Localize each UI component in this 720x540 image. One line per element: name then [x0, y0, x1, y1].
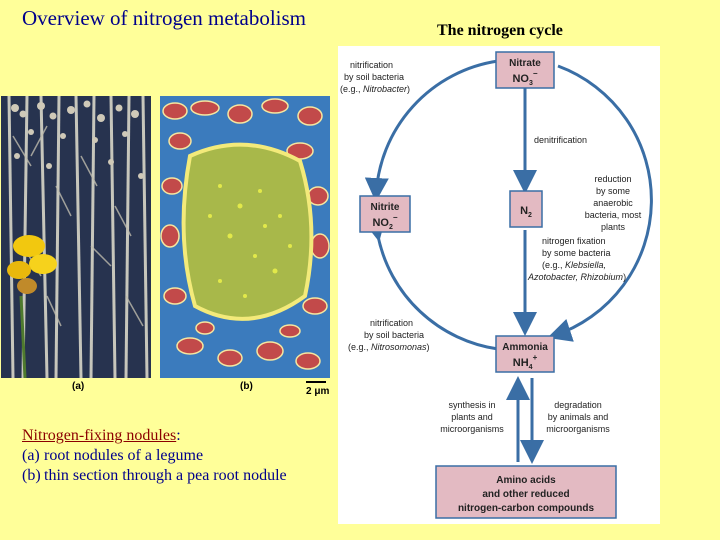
caption-item-a: (a) root nodules of a legume: [22, 446, 322, 466]
nitrite-to-ammonia-arc: [362, 215, 499, 351]
amino-acids-line1: Amino acids: [496, 475, 556, 486]
synthesis-line1: synthesis in: [448, 400, 495, 410]
nitrite-formula: NO2−: [372, 213, 397, 231]
fixation-line2: by some bacteria: [542, 248, 611, 258]
photo-caption: Nitrogen-fixing nodules: (a) root nodule…: [22, 426, 322, 486]
synthesis-line3: microorganisms: [440, 424, 504, 434]
fixation-line4: Azotobacter, Rhizobium): [527, 272, 626, 282]
ammonia-name: Ammonia: [502, 342, 548, 353]
scale-label: 2 μm: [306, 386, 330, 397]
degradation-line3: microorganisms: [546, 424, 610, 434]
ammonia-formula: NH4+: [513, 353, 538, 371]
scale-bar: [306, 381, 326, 383]
amino-acids-line3: nitrogen-carbon compounds: [458, 503, 595, 514]
caption-colon: :: [176, 427, 181, 444]
fixation-line3: (e.g., Klebsiella,: [542, 260, 606, 270]
caption-item-text: thin section through a pea root nodule: [44, 467, 287, 484]
root-nodules-photo: [1, 96, 151, 378]
nodule-section-illustration: [160, 96, 330, 378]
nitrification-top-line2: by soil bacteria: [344, 72, 404, 82]
ammonia-box: [495, 335, 555, 373]
nitrite-name: Nitrite: [371, 202, 400, 213]
nitrification-bottom-line2: by soil bacteria: [364, 330, 424, 340]
amino-acids-line2: and other reduced: [482, 489, 569, 500]
photo-a-label: (a): [72, 381, 85, 392]
caption-item-label: (b): [22, 467, 41, 484]
reduction-line5: plants: [601, 222, 626, 232]
degradation-line1: degradation: [554, 400, 602, 410]
reduction-line3: anaerobic: [593, 198, 633, 208]
caption-item-label: (a): [22, 447, 40, 464]
nitrogen-cycle-diagram: Nitrate NO3− Nitrite NO2− N2 Ammonia NH4…: [338, 46, 660, 524]
synthesis-line2: plants and: [451, 412, 493, 422]
nitrification-bottom-line1: nitrification: [370, 318, 413, 328]
nitrite-box: [359, 195, 411, 233]
nitrogen-cycle-svg: Nitrate NO3− Nitrite NO2− N2 Ammonia NH4…: [340, 51, 653, 519]
reduction-line4: bacteria, most: [585, 210, 642, 220]
fixation-line1: nitrogen fixation: [542, 236, 606, 246]
nitrate-formula: NO3−: [512, 69, 537, 87]
nitrate-name: Nitrate: [509, 58, 541, 69]
pea-nodule-section-photo: [160, 96, 330, 378]
nitrification-top-line3: (e.g., Nitrobacter): [340, 84, 410, 94]
caption-item-b: (b) thin section through a pea root nodu…: [22, 466, 322, 486]
slide-title-left: Overview of nitrogen metabolism: [22, 6, 307, 30]
amino-acids-box: [435, 465, 617, 519]
nitrate-box: [495, 51, 555, 89]
n2-formula: N2: [520, 205, 532, 219]
caption-item-text: root nodules of a legume: [44, 447, 204, 464]
caption-title: Nitrogen-fixing nodules: [22, 427, 177, 444]
caption-heading: Nitrogen-fixing nodules:: [22, 426, 322, 446]
reduction-line1: reduction: [594, 174, 631, 184]
nitrification-bottom-line3: (e.g., Nitrosomonas): [348, 342, 430, 352]
photo-b-label: (b): [240, 381, 253, 392]
degradation-line2: by animals and: [548, 412, 609, 422]
reduction-line2: by some: [596, 186, 630, 196]
slide-title-right: The nitrogen cycle: [437, 22, 563, 39]
n2-box: [509, 190, 543, 228]
reduction-arc: [547, 64, 653, 342]
nitrate-to-nitrite-arc: [364, 59, 499, 202]
root-nodules-illustration: [1, 96, 151, 378]
denitrification-label: denitrification: [534, 135, 587, 145]
nitrification-top-line1: nitrification: [350, 60, 393, 70]
